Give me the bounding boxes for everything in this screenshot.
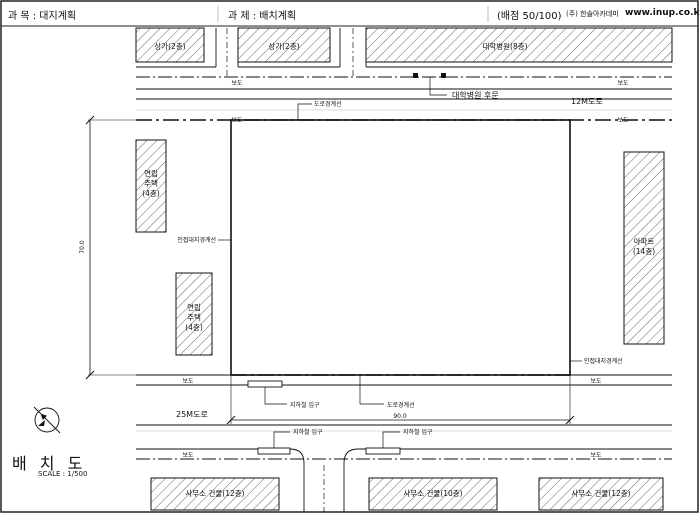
hospital-building bbox=[365, 27, 673, 63]
road-boundary-label: 도로경계선 bbox=[314, 100, 342, 108]
rowhouse-bottom-line1: 연립 bbox=[187, 303, 201, 312]
store1-label: 상가(2층) bbox=[154, 41, 185, 51]
gate-post bbox=[441, 73, 446, 78]
store-building-2 bbox=[237, 27, 331, 63]
subway-entrance-label: 지하철 입구 bbox=[403, 428, 433, 436]
office-building-1 bbox=[150, 477, 280, 511]
store2-label: 상가(2층) bbox=[268, 41, 299, 51]
drawing-scale: SCALE : 1/500 bbox=[38, 470, 88, 478]
adjacent-boundary-label: 인접대지경계선 bbox=[584, 357, 623, 365]
subway-entrance-label: 지하철 입구 bbox=[290, 401, 320, 409]
sidewalk-label: 보도 bbox=[231, 80, 243, 87]
sidewalk-label: 보도 bbox=[590, 452, 602, 459]
sidewalk-label: 보도 bbox=[590, 378, 602, 385]
subject-text: 과 목 : 대지계획 bbox=[8, 11, 77, 22]
office3-label: 사무소 건물(12층) bbox=[571, 488, 630, 498]
office2-label: 사무소 건물(10층) bbox=[403, 488, 462, 498]
rowhouse-top bbox=[135, 139, 167, 233]
website-text: www.inup.co.kr bbox=[625, 8, 700, 18]
drawing-title: 배 치 도 bbox=[12, 454, 87, 473]
rowhouse-top-line1: 연립 bbox=[144, 169, 158, 178]
apartment-building bbox=[623, 151, 665, 345]
boundary-leader bbox=[297, 103, 312, 120]
office-building-2 bbox=[368, 477, 498, 511]
dim-vertical-label: 70.0 bbox=[79, 240, 86, 254]
office-building-3 bbox=[538, 477, 664, 511]
store-building-1 bbox=[135, 27, 205, 63]
adjacent-boundary-label: 인접대지경계선 bbox=[177, 236, 216, 244]
sidewalk-label: 보도 bbox=[182, 378, 194, 385]
subway-entrance-1 bbox=[247, 380, 283, 388]
sheet-header: 과 목 : 대지계획 과 제 : 배치계획 (배점 50/100) (주) 한솔… bbox=[0, 0, 700, 28]
road-25m-label: 25M도로 bbox=[176, 410, 208, 419]
rowhouse-top-line3: (4층) bbox=[142, 189, 160, 198]
subway-entrance-label: 지하철 입구 bbox=[293, 428, 323, 436]
sidewalk-label: 보도 bbox=[231, 117, 243, 124]
site-boundary bbox=[230, 119, 571, 376]
apartment-line1: 아파트 bbox=[634, 236, 655, 246]
gate-post bbox=[413, 73, 418, 78]
hospital-gate-label: 대학병원 후문 bbox=[452, 90, 499, 100]
rowhouse-top-line2: 주택 bbox=[144, 178, 158, 188]
rowhouse-bottom-line3: (4층) bbox=[185, 323, 203, 332]
task-text: 과 제 : 배치계획 bbox=[228, 11, 297, 22]
sidewalk-label: 보도 bbox=[182, 452, 194, 459]
road-boundary-label: 도로경계선 bbox=[387, 401, 415, 409]
dim-horizontal-label: 90.0 bbox=[393, 413, 407, 420]
subway-entrance-2 bbox=[257, 447, 291, 455]
subway-entrance-3 bbox=[365, 447, 401, 455]
gate-leader bbox=[429, 77, 447, 96]
rowhouse-bottom bbox=[175, 272, 213, 356]
sidewalk-label: 보도 bbox=[617, 80, 629, 87]
company-text: (주) 한솔아카데미 bbox=[566, 10, 619, 18]
rowhouse-bottom-line2: 주택 bbox=[187, 312, 201, 322]
north-arrow-icon bbox=[33, 406, 61, 434]
office1-label: 사무소 건물(12층) bbox=[185, 488, 244, 498]
apartment-line2: (14층) bbox=[633, 247, 655, 256]
hospital-label: 대학병원(8층) bbox=[482, 41, 527, 51]
sidewalk-label: 보도 bbox=[617, 117, 629, 124]
road-12m-label: 12M도로 bbox=[571, 97, 603, 106]
score-text: (배점 50/100) bbox=[497, 11, 562, 22]
